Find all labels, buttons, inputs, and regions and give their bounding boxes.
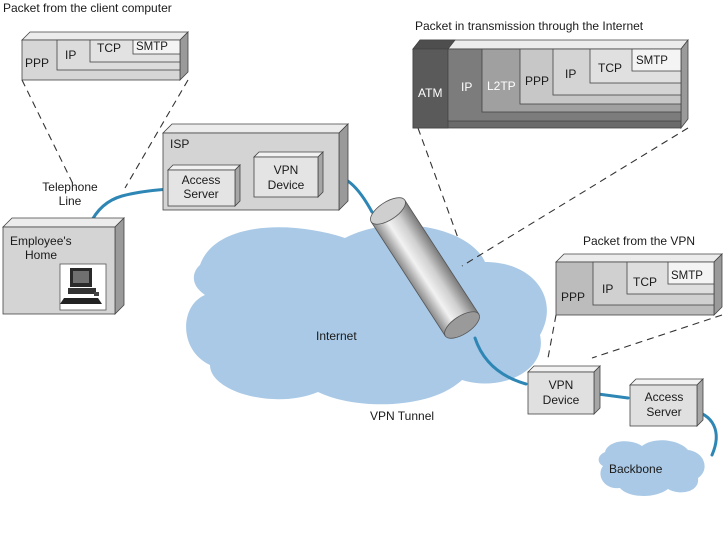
caption-client-packet: Packet from the client computer (3, 1, 172, 15)
internet-layer-ip: IP (565, 67, 576, 81)
vpn-device-label-1: VPN (274, 163, 299, 177)
internet-layer-ppp: PPP (525, 74, 549, 88)
internet-layer-ip-outer: IP (461, 80, 472, 94)
vpn-tunnel (370, 197, 480, 339)
remote-access-label-2: Server (646, 405, 681, 419)
vpn-layer-tcp: TCP (633, 275, 657, 289)
vpn-tunnel-label: VPN Tunnel (370, 409, 434, 423)
access-server-box (167, 164, 241, 207)
dashed-connectors (21, 79, 723, 359)
remote-vpn-device-box (527, 365, 601, 415)
client-layer-smtp: SMTP (136, 41, 168, 53)
isp-label: ISP (170, 137, 189, 151)
client-layer-tcp: TCP (97, 41, 121, 55)
backbone-label: Backbone (609, 462, 663, 476)
home-label-2: Home (25, 248, 57, 262)
client-layer-ppp: PPP (25, 56, 49, 70)
vpn-layer-ppp: PPP (561, 290, 585, 304)
remote-access-server-box (629, 378, 704, 427)
internet-packet: ATM IP L2TP PPP IP TCP SMTP (412, 38, 689, 130)
vpn-packet: PPP IP TCP SMTP (555, 253, 723, 316)
caption-internet-packet: Packet in transmission through the Inter… (415, 19, 644, 33)
vpn-device-label-2: Device (268, 178, 305, 192)
internet-label: Internet (316, 329, 357, 343)
caption-vpn-packet: Packet from the VPN (583, 234, 695, 248)
remote-vpn-label-1: VPN (549, 378, 574, 392)
computer-icon (59, 263, 107, 311)
vpn-layer-ip: IP (602, 282, 613, 296)
remote-access-label-1: Access (645, 390, 684, 404)
access-server-label-1: Access (182, 173, 221, 187)
internet-layer-smtp: SMTP (636, 55, 668, 67)
telephone-line-label-1: Telephone (42, 180, 98, 194)
access-server-label-2: Server (183, 187, 218, 201)
internet-cloud (186, 225, 547, 405)
internet-layer-atm: ATM (418, 86, 442, 100)
client-layer-ip: IP (65, 48, 76, 62)
internet-layer-tcp: TCP (598, 61, 622, 75)
remote-vpn-label-2: Device (543, 393, 580, 407)
home-label-1: Employee's (10, 234, 72, 248)
vpn-device-box (253, 151, 324, 198)
backbone-cloud (598, 440, 705, 497)
client-packet: PPP IP TCP SMTP (21, 31, 189, 81)
internet-layer-l2tp: L2TP (487, 79, 516, 93)
vpn-layer-smtp: SMTP (671, 270, 703, 282)
telephone-line-label-2: Line (59, 194, 82, 208)
